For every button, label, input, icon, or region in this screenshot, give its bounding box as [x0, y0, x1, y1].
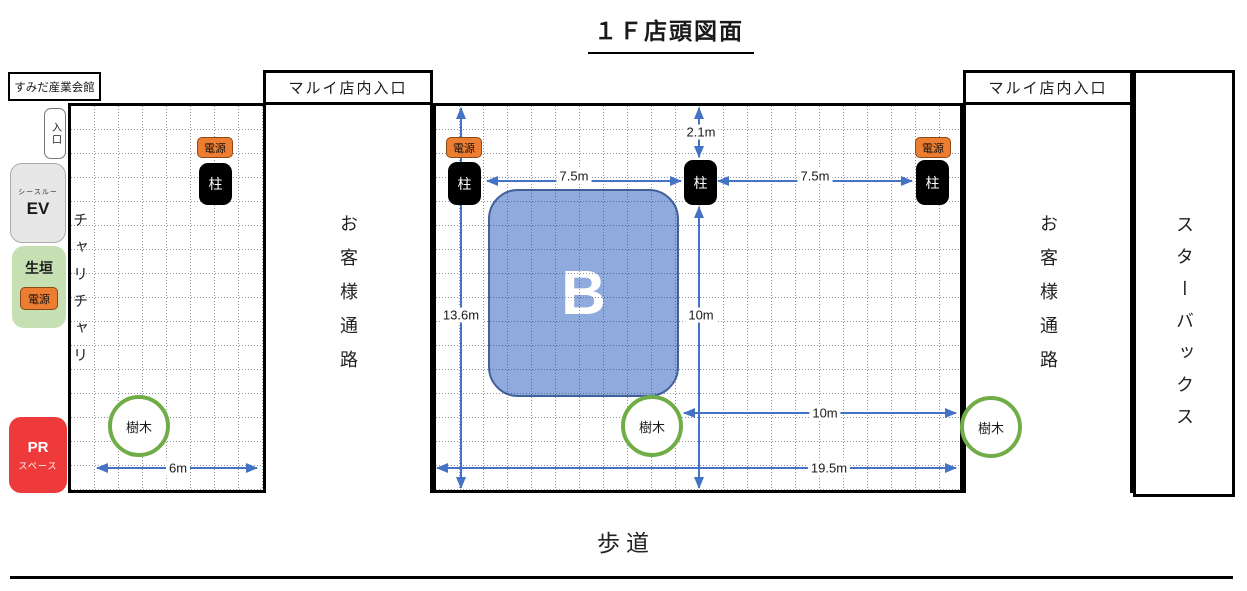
dim-depth-left: 13.6m — [439, 307, 483, 323]
building-entrance-label: 入口 — [49, 121, 61, 146]
dim-bay-left: 7.5m — [556, 168, 592, 184]
bicycle-share-label: チャリチャリ — [71, 212, 88, 374]
page-title: １Ｆ店頭図面 — [588, 10, 754, 54]
tree-left: 樹木 — [108, 395, 170, 457]
dim-depth-right: 10m — [685, 307, 717, 323]
ev-label: EV — [26, 199, 50, 218]
customer-aisle-left: お客様通路 — [263, 105, 433, 493]
dim-bay-right: 7.5m — [797, 168, 833, 184]
pillar-center-right: 柱 — [916, 160, 949, 205]
see-through-elevator: シースルー EV — [10, 163, 66, 243]
starbucks-label: スターバックス — [1174, 215, 1194, 439]
marui-entrance-left: マルイ店内入口 お客様通路 — [263, 70, 433, 493]
marui-entrance-right-label: マルイ店内入口 — [963, 70, 1133, 105]
dim-pillar-setback: 2.1m — [683, 124, 719, 140]
power-badge-center-left: 電源 — [446, 137, 482, 158]
pillar-center-left: 柱 — [448, 162, 481, 205]
tree-right: 樹木 — [960, 396, 1022, 458]
pr-caption: スペース — [18, 460, 58, 471]
pr-space: PR スペース — [9, 417, 67, 493]
tree-center: 樹木 — [621, 395, 683, 457]
sidewalk-label: 歩道 — [597, 530, 655, 556]
dim-left-frontage: 6m — [165, 460, 191, 476]
power-badge-hedge: 電源 — [20, 287, 58, 310]
customer-aisle-left-text: お客様通路 — [338, 214, 358, 384]
hedge-label: 生垣 — [25, 260, 53, 276]
dim-total-frontage: 19.5m — [807, 460, 851, 476]
sidewalk-edge-line — [10, 576, 1233, 579]
starbucks-area: スターバックス — [1133, 70, 1235, 497]
ev-caption: シースルー — [18, 189, 58, 196]
dim-tree-spacing: 10m — [809, 405, 841, 421]
marui-entrance-left-label: マルイ店内入口 — [263, 70, 433, 105]
pillar-center-middle: 柱 — [684, 160, 717, 205]
pillar-left-area: 柱 — [199, 163, 232, 205]
power-badge-center-right: 電源 — [915, 137, 951, 158]
zone-b: B — [488, 189, 679, 397]
pr-label: PR — [27, 438, 49, 456]
power-badge-left: 電源 — [197, 137, 233, 158]
building-entrance: 入口 — [44, 108, 66, 159]
zone-b-label: B — [561, 258, 606, 328]
customer-aisle-right-text: お客様通路 — [1038, 214, 1058, 384]
hedge-area: 生垣 電源 — [12, 246, 66, 328]
sumida-hall-label: すみだ産業会館 — [8, 72, 101, 101]
